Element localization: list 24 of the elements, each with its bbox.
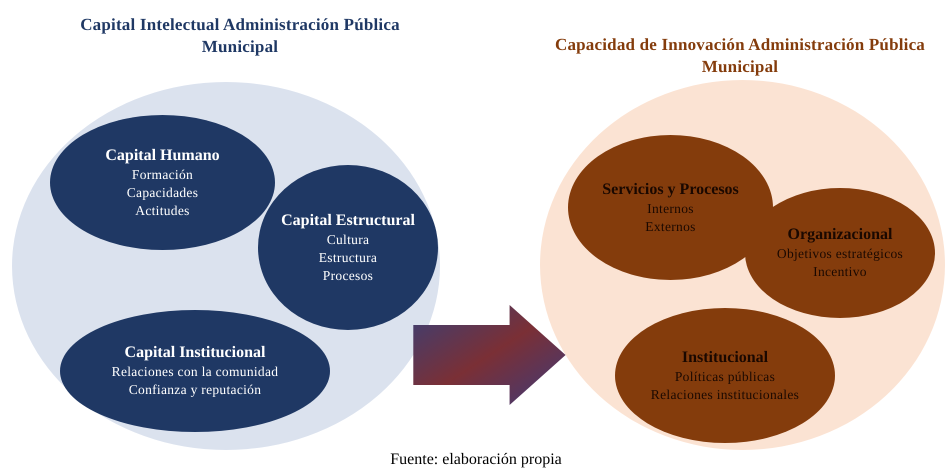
category-heading: Servicios y Procesos <box>602 180 739 200</box>
caption: Fuente: elaboración propia <box>389 450 563 470</box>
block-arrow <box>413 305 566 405</box>
category-heading: Capital Institucional <box>124 343 266 363</box>
category-heading: Capital Humano <box>105 146 220 166</box>
category-item: Estructura <box>318 248 378 266</box>
category-item: Objetivos estratégicos <box>776 245 904 263</box>
category-heading: Capital Estructural <box>281 210 415 230</box>
category-item: Capacidades <box>126 184 198 202</box>
category-item: Cultura <box>326 230 370 248</box>
category-item: Actitudes <box>135 202 190 220</box>
category-item: Confianza y reputación <box>128 381 262 399</box>
group-title: Capital Intelectual Administración Pública Municipal <box>79 14 401 58</box>
category-item: Relaciones institucionales <box>650 386 800 404</box>
category-item: Relaciones con la comunidad <box>112 363 278 381</box>
group-title: Capacidad de Innovación Administración Pública Municipal <box>554 34 926 78</box>
category-item: Formación <box>132 166 194 184</box>
category-heading: Organizacional <box>788 225 892 245</box>
category-item: Procesos <box>322 266 374 284</box>
category-heading: Institucional <box>682 348 768 368</box>
category-item: Políticas públicas <box>674 368 776 386</box>
category-item: Incentivo <box>813 263 867 281</box>
category-item: Internos <box>647 200 694 218</box>
category-item: Externos <box>645 218 696 236</box>
